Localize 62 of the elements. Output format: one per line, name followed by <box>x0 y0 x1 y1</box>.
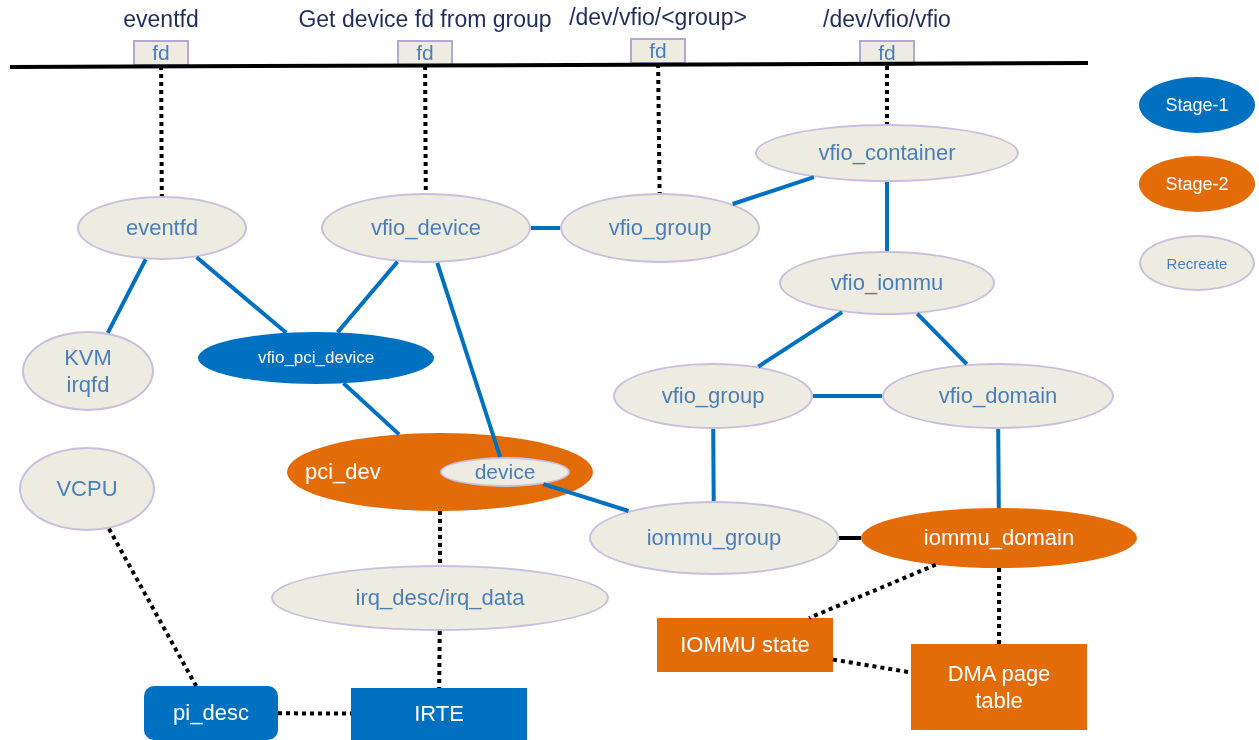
node-label: fd <box>878 39 896 66</box>
legend-label: Stage-1 <box>1165 94 1229 116</box>
node-label: iommu_group <box>646 524 782 552</box>
dotted-connector <box>423 66 428 193</box>
node-label: IOMMU state <box>680 631 810 659</box>
connector-line <box>915 312 969 366</box>
dotted-connector <box>656 63 662 194</box>
node-label: vfio_device <box>370 214 482 242</box>
node-label: vfio_group <box>661 382 765 410</box>
dotted-connector <box>107 527 198 687</box>
connector-line <box>531 226 560 230</box>
connector-line <box>996 429 1001 508</box>
dotted-connector <box>437 631 442 689</box>
connector-line <box>839 536 861 540</box>
dotted-connector <box>808 562 937 620</box>
connector-line <box>435 262 503 458</box>
dotted-connector <box>438 511 442 565</box>
interface-label: Get device fd from group <box>298 6 552 33</box>
node-label: vfio_container <box>818 139 956 167</box>
node-label: iommu_domain <box>923 524 1075 552</box>
connector-line <box>106 258 148 334</box>
connector-line <box>711 429 716 501</box>
connector-line <box>757 310 844 369</box>
fd-box <box>630 38 686 64</box>
node-label: vfio_pci_device <box>257 347 375 369</box>
node-label: fd <box>416 39 434 66</box>
rect-node <box>144 686 278 740</box>
rect-node <box>351 688 527 740</box>
fd-box <box>397 40 453 66</box>
connector-line <box>813 394 882 398</box>
node-label: device <box>474 458 536 485</box>
connector-line <box>542 482 630 513</box>
rect-node <box>911 644 1087 730</box>
node-label: vfio_iommu <box>830 269 944 297</box>
dotted-connector <box>997 568 1001 644</box>
connector-line <box>195 255 288 335</box>
node-label: fd <box>649 37 667 64</box>
node-label: eventfd <box>125 214 199 242</box>
node-label: irq_desc/irq_data <box>355 584 525 612</box>
legend-label: Stage-2 <box>1165 173 1229 195</box>
node-label: DMA page table <box>946 659 1052 715</box>
dotted-connector <box>278 711 351 716</box>
node-label: vfio_domain <box>938 382 1058 410</box>
legend-label: Recreate <box>1166 254 1228 272</box>
node-label: KVM irqfd <box>63 343 113 399</box>
node-label: vfio_group <box>608 214 712 242</box>
node-label: fd <box>152 39 170 66</box>
connector-line <box>732 175 815 206</box>
node-label: pci_dev <box>305 458 381 486</box>
node-label: VCPU <box>56 475 118 503</box>
interface-label: /dev/vfio/<group> <box>569 4 747 31</box>
dotted-connector <box>159 66 164 196</box>
node-label: pi_desc <box>173 699 249 727</box>
fd-box <box>133 40 189 66</box>
interface-label: /dev/vfio/vfio <box>823 6 951 33</box>
connector-line <box>336 260 400 334</box>
connector-line <box>342 381 401 436</box>
node-label: IRTE <box>414 700 464 728</box>
dotted-connector <box>885 66 889 124</box>
interface-label: eventfd <box>123 6 199 33</box>
connector-line <box>885 182 889 251</box>
rect-node <box>657 618 833 672</box>
